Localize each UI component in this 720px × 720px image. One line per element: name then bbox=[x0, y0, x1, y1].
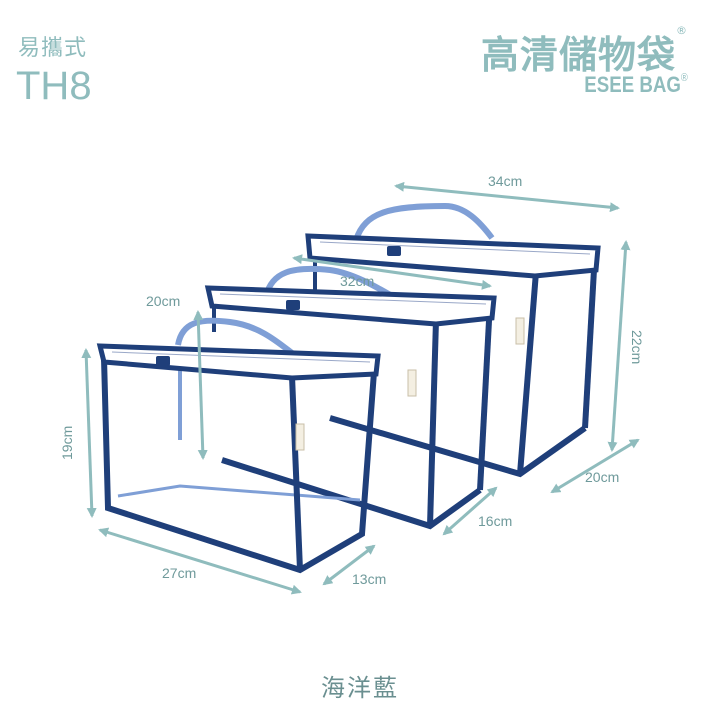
large-bag-front-edge bbox=[517, 271, 539, 475]
large-height-label: 22cm bbox=[629, 330, 645, 364]
small-bag-handle bbox=[175, 317, 298, 359]
small-width-label: 27cm bbox=[162, 565, 196, 581]
medium-bag-lid bbox=[204, 285, 497, 327]
large-depth-arrow bbox=[550, 438, 640, 494]
large-width-label: 34cm bbox=[488, 173, 522, 189]
medium-depth-arrow bbox=[442, 486, 498, 536]
large-bag bbox=[305, 202, 601, 478]
registered-mark: ® bbox=[676, 24, 688, 37]
medium-bag-front-edge bbox=[427, 319, 439, 527]
small-bag-front-edge bbox=[289, 375, 303, 571]
color-name-label: 海洋藍 bbox=[321, 674, 399, 702]
product-type-label: 易攜式 bbox=[18, 36, 88, 61]
brand-name-english-text: ESEE BAG bbox=[584, 72, 682, 97]
medium-bag bbox=[204, 265, 497, 530]
small-bag-tag bbox=[295, 423, 305, 451]
brand-name-chinese: 高清儲物袋® bbox=[481, 24, 688, 79]
medium-height-label: 20cm bbox=[146, 293, 180, 309]
model-number: TH8 bbox=[16, 64, 92, 108]
medium-height-arrow bbox=[193, 310, 208, 460]
small-height-arrow bbox=[81, 348, 97, 518]
small-depth-arrow bbox=[322, 544, 376, 586]
large-bag-tag bbox=[515, 317, 525, 345]
medium-bag-side-edge bbox=[477, 301, 493, 491]
large-bag-handle bbox=[353, 202, 495, 242]
small-width-arrow bbox=[98, 527, 302, 595]
small-height-label: 19cm bbox=[59, 426, 75, 460]
large-bag-zipper-pull bbox=[387, 246, 401, 256]
medium-width-label: 32cm bbox=[340, 273, 374, 289]
small-bag bbox=[96, 317, 381, 574]
large-height-arrow bbox=[607, 240, 631, 452]
medium-width-arrow bbox=[292, 254, 492, 290]
brand-name-english: ESEE BAG® bbox=[584, 72, 688, 98]
medium-bag-zipper-pull bbox=[286, 300, 300, 310]
large-width-arrow bbox=[394, 181, 620, 213]
registered-mark-en: ® bbox=[681, 72, 688, 84]
medium-bag-tag bbox=[407, 369, 417, 397]
medium-depth-label: 16cm bbox=[478, 513, 512, 529]
large-bag-side-edge bbox=[582, 251, 598, 429]
small-depth-label: 13cm bbox=[352, 571, 386, 587]
small-bag-zipper-pull bbox=[156, 356, 170, 366]
brand-name-chinese-text: 高清儲物袋 bbox=[480, 33, 676, 77]
small-bag-lid bbox=[96, 343, 381, 381]
large-depth-label: 20cm bbox=[585, 469, 619, 485]
large-bag-lid bbox=[305, 233, 601, 279]
